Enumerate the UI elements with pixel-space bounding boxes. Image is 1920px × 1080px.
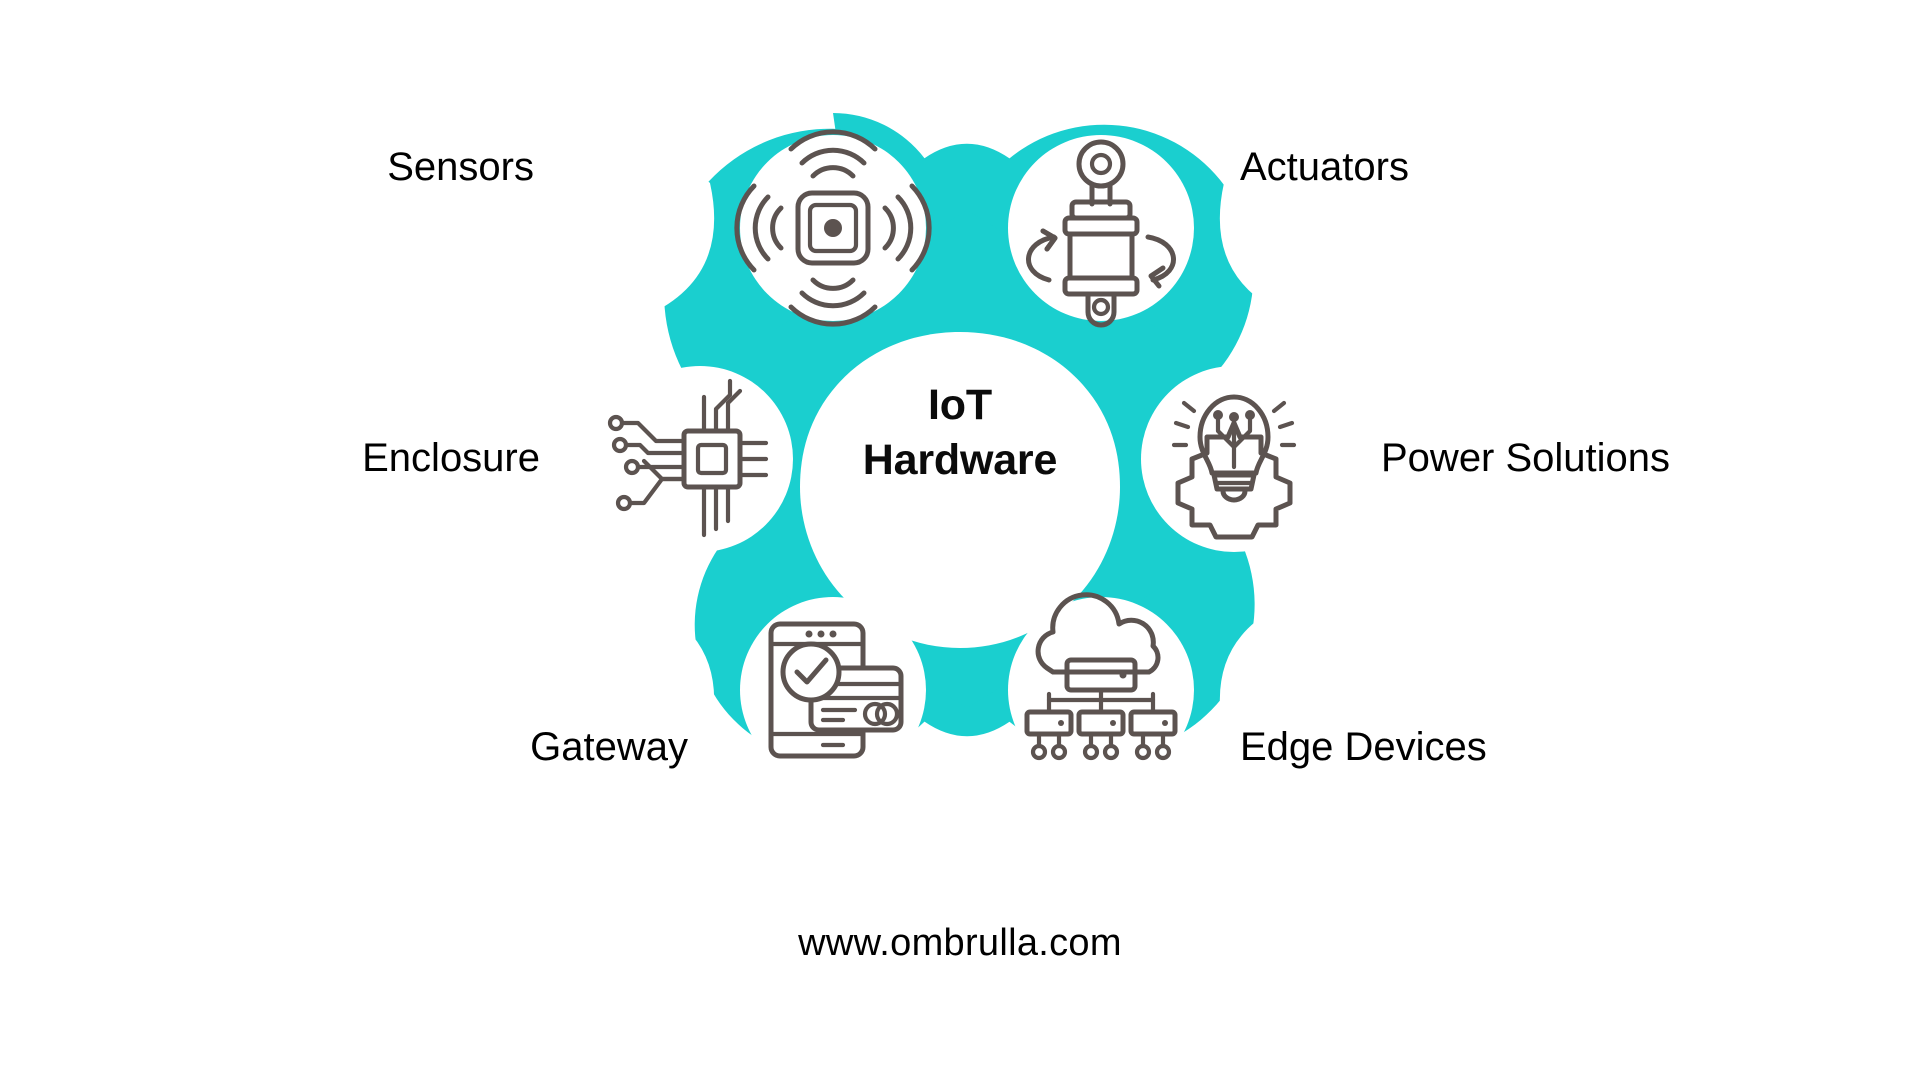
cloud-network-icon — [1024, 592, 1178, 761]
center-hub — [800, 332, 1120, 648]
label-sensors: Sensors — [387, 145, 534, 189]
node-edge-devices[interactable] — [1008, 592, 1194, 783]
label-gateway: Gateway — [530, 725, 688, 769]
footer-website-url: www.ombrulla.com — [798, 922, 1122, 964]
center-title: IoT Hardware — [790, 378, 1130, 488]
bulb-gear-icon — [1171, 394, 1297, 540]
node-sensors[interactable] — [734, 129, 932, 327]
label-actuators: Actuators — [1240, 145, 1409, 189]
label-enclosure: Enclosure — [362, 436, 540, 480]
node-power-solutions[interactable] — [1141, 366, 1327, 552]
node-gateway[interactable] — [740, 597, 926, 783]
circuit-chip-icon — [607, 378, 769, 538]
center-title-line-2: Hardware — [862, 436, 1058, 485]
actuators-circle — [1008, 135, 1194, 321]
node-actuators[interactable] — [1008, 135, 1194, 328]
sensor-signal-icon — [734, 129, 932, 327]
center-title-line-1: IoT — [928, 381, 992, 429]
node-enclosure[interactable] — [607, 366, 793, 552]
actuator-cylinder-icon — [1026, 139, 1176, 328]
label-power-solutions: Power Solutions — [1381, 436, 1671, 480]
phone-card-check-icon — [768, 621, 904, 759]
label-edge-devices: Edge Devices — [1240, 725, 1487, 769]
teal-pinch-gaps — [628, 78, 1306, 840]
